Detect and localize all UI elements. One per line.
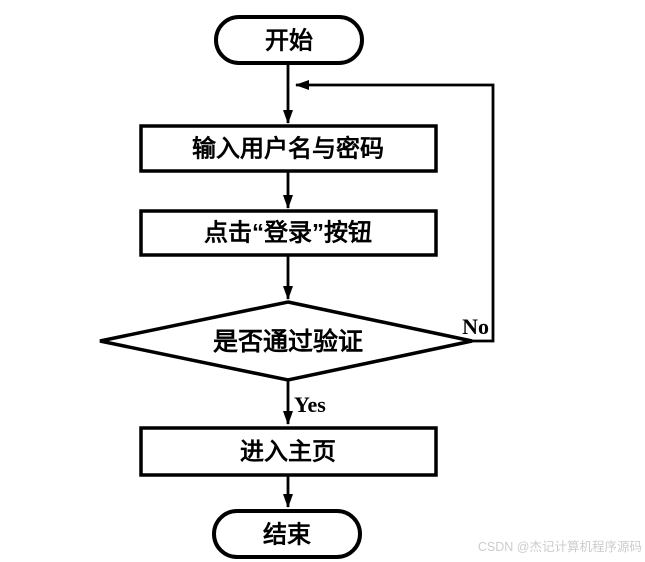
node-input-credentials (139, 124, 438, 173)
edge-label-no: No (462, 314, 489, 339)
node-end (212, 509, 362, 559)
node-verify-label: 是否通过验证 (213, 327, 363, 356)
watermark-text: CSDN @杰记计算机程序源码 (478, 539, 642, 554)
node-end-label: 结束 (263, 522, 312, 549)
node-enter-home-label: 进入主页 (240, 439, 336, 466)
node-click-login (139, 209, 438, 257)
edge-label-yes: Yes (294, 392, 326, 417)
node-enter-home (139, 426, 438, 477)
node-click-login-label: 点击“登录”按钮 (204, 219, 372, 247)
node-start-label: 开始 (265, 28, 313, 55)
node-input-credentials-label: 输入用户名与密码 (192, 135, 384, 163)
node-start (214, 15, 364, 65)
edge-no-loop (295, 80, 495, 343)
node-verify-decision (99, 300, 473, 382)
